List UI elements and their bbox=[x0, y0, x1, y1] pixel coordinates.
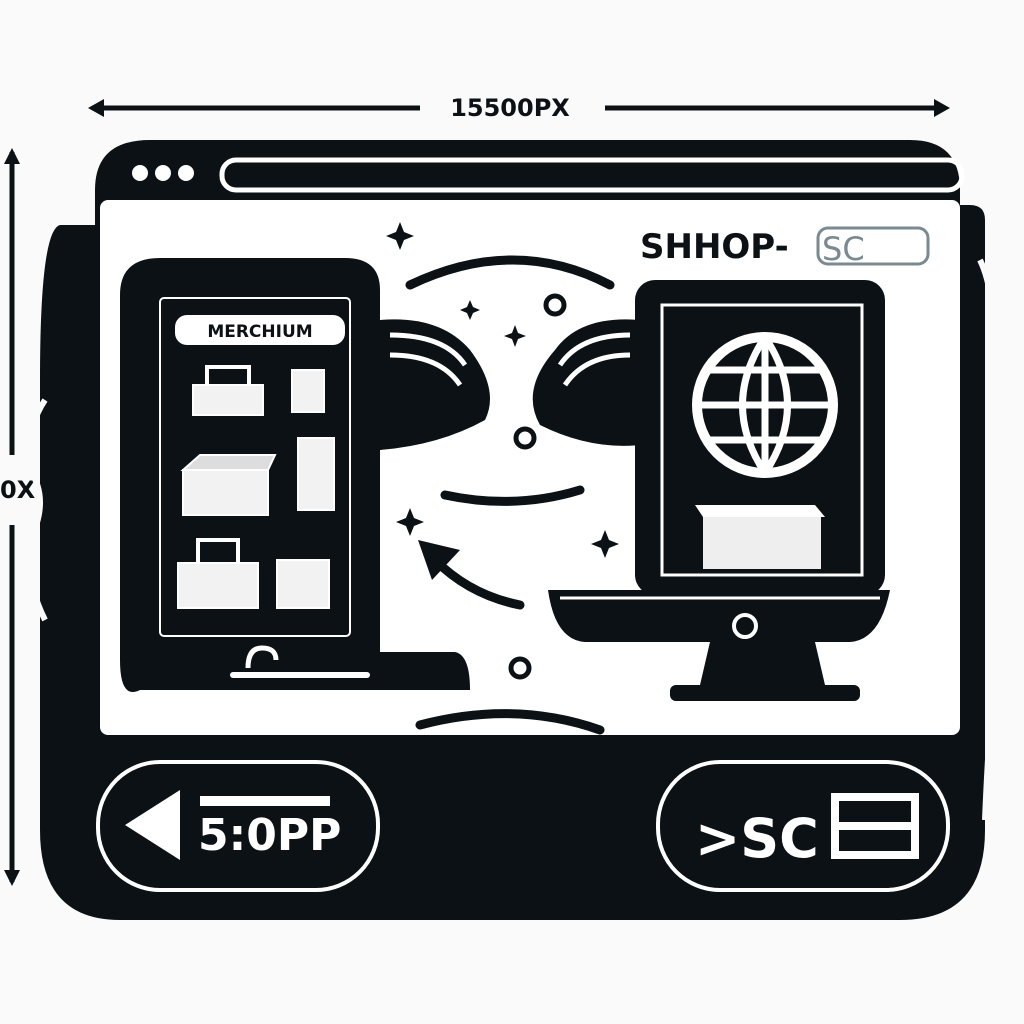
decorative-arcs bbox=[405, 255, 615, 812]
forward-button-label: >SC bbox=[695, 807, 819, 870]
box-icon[interactable] bbox=[182, 469, 269, 516]
width-dimension: 15500PX bbox=[88, 94, 950, 122]
triangle-left-icon bbox=[125, 790, 180, 860]
window-icon bbox=[831, 793, 919, 859]
back-button[interactable]: 5:0PP bbox=[88, 752, 388, 900]
sparkles bbox=[386, 222, 642, 776]
phone-header bbox=[175, 315, 345, 345]
box-icon bbox=[703, 517, 821, 569]
brand-suffix: SC bbox=[822, 230, 865, 268]
gift-icon[interactable] bbox=[291, 369, 325, 413]
desktop-monitor bbox=[548, 280, 890, 701]
width-label: 15500PX bbox=[450, 94, 570, 122]
home-button-icon[interactable] bbox=[245, 645, 279, 669]
brand-name: SHHOP- bbox=[640, 227, 789, 267]
address-bar[interactable] bbox=[219, 157, 965, 193]
power-button-icon[interactable] bbox=[732, 613, 758, 639]
smartphone: MERCHIUM bbox=[120, 258, 470, 692]
phone-header-label: MERCHIUM bbox=[207, 322, 312, 342]
product-grid bbox=[177, 365, 335, 609]
bag-icon[interactable] bbox=[192, 384, 264, 416]
brand-logo: SHHOP- SC bbox=[640, 226, 930, 268]
decorative-shells bbox=[380, 319, 640, 450]
circle-accents bbox=[508, 293, 567, 680]
window-dot-icon[interactable] bbox=[178, 165, 194, 181]
bag-icon[interactable] bbox=[177, 562, 259, 609]
gift-icon[interactable] bbox=[297, 437, 335, 511]
gift-icon[interactable] bbox=[276, 559, 330, 609]
window-dot-icon[interactable] bbox=[132, 165, 148, 181]
window-dot-icon[interactable] bbox=[155, 165, 171, 181]
height-label: 0X bbox=[0, 476, 36, 504]
arrow-head-icon bbox=[418, 540, 460, 580]
height-dimension: 0X bbox=[0, 148, 36, 886]
forward-button[interactable]: >SC bbox=[648, 752, 958, 900]
back-button-label: 5:0PP bbox=[198, 810, 341, 861]
